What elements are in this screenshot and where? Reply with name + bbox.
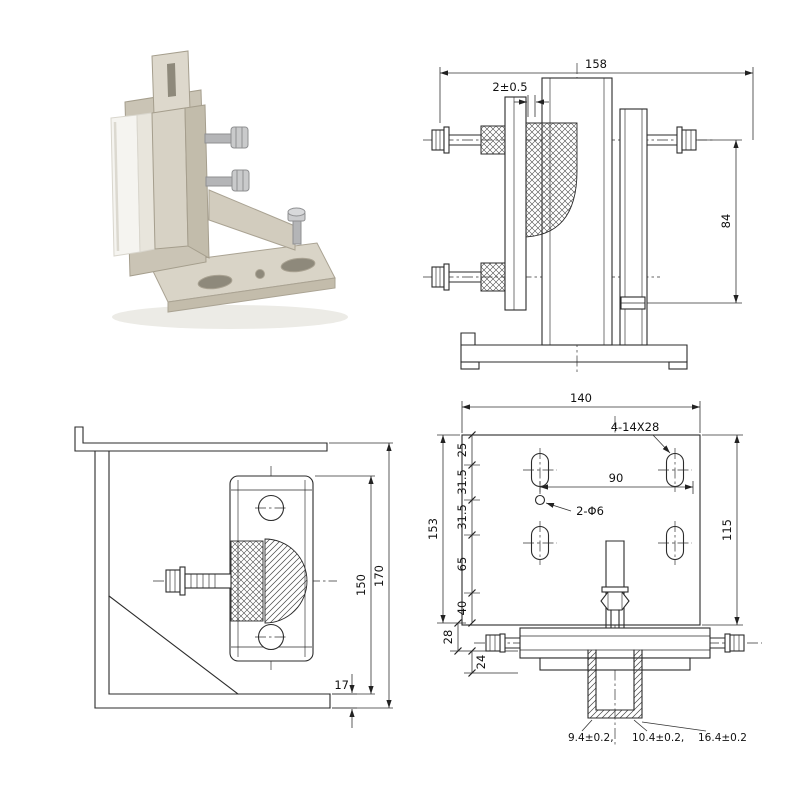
dim-28-24: 28 24 bbox=[441, 619, 518, 677]
dim-84: 84 bbox=[647, 139, 742, 304]
dim-150: 150 bbox=[315, 475, 375, 695]
dim-label-40: 40 bbox=[455, 601, 469, 616]
front-left-top-bolt bbox=[431, 125, 506, 155]
dim-label-170: 170 bbox=[372, 565, 386, 587]
plan-guide-channel bbox=[587, 649, 643, 719]
dim-label-groove-3: 16.4±0.2 bbox=[698, 732, 747, 744]
dim-label-28: 28 bbox=[441, 630, 455, 645]
plan-side-bolt-left bbox=[485, 633, 521, 653]
front-view-drawing: 158 2±0.5 84 bbox=[415, 45, 765, 385]
dim-label-groove-2: 10.4±0.2, bbox=[632, 732, 684, 744]
dim-label-140: 140 bbox=[570, 391, 592, 405]
dim-153: 153 bbox=[426, 434, 466, 624]
front-left-bottom-bolt bbox=[431, 262, 506, 292]
ground-shadow bbox=[112, 305, 348, 329]
callout-slots: 4-14X28 bbox=[611, 420, 671, 454]
plan-side-bolt-right bbox=[709, 633, 745, 653]
front-left-clamp bbox=[504, 96, 527, 311]
callout-label-holes: 2-Φ6 bbox=[576, 504, 604, 518]
plan-base-plate bbox=[461, 434, 701, 626]
side-bolt-holes bbox=[255, 494, 287, 651]
dim-label-150: 150 bbox=[354, 574, 368, 596]
dim-gap: 2±0.5 bbox=[492, 80, 549, 117]
dim-chain-left: 25 31.5 31.5 65 40 bbox=[455, 431, 480, 627]
guide-shoe-photo bbox=[110, 50, 348, 329]
dim-label-24: 24 bbox=[474, 655, 488, 670]
dim-158: 158 bbox=[439, 57, 754, 140]
dim-90: 90 bbox=[539, 471, 694, 494]
dim-label-25: 25 bbox=[455, 443, 469, 458]
dim-label-31-5-a: 31.5 bbox=[455, 469, 469, 495]
plan-phi6-hole: 2-Φ6 bbox=[534, 494, 604, 518]
front-right-bolt bbox=[646, 126, 697, 154]
dim-label-groove-1: 9.4±0.2, bbox=[568, 732, 614, 744]
plan-cross-channel bbox=[519, 627, 711, 671]
callout-label-slots: 4-14X28 bbox=[611, 420, 660, 434]
dim-label-153: 153 bbox=[426, 518, 440, 540]
plan-view-drawing: 4-14X28 2-Φ6 90 140 115 153 bbox=[410, 388, 795, 773]
dim-groove-widths: 9.4±0.2, 10.4±0.2, 16.4±0.2 bbox=[568, 719, 747, 744]
dim-170: 170 bbox=[329, 442, 393, 709]
dim-label-17: 17 bbox=[334, 678, 349, 692]
plan-slots bbox=[523, 448, 692, 565]
plan-view: 4-14X28 2-Φ6 90 140 115 153 bbox=[426, 391, 762, 746]
dim-label-90: 90 bbox=[609, 471, 624, 485]
front-view: 158 2±0.5 84 bbox=[423, 57, 754, 375]
side-view: 17 150 170 bbox=[74, 426, 393, 728]
dim-label-31-5-b: 31.5 bbox=[455, 504, 469, 530]
plan-shoe-stem bbox=[600, 540, 630, 629]
side-view-drawing: 17 150 170 bbox=[25, 418, 395, 750]
dim-label-65: 65 bbox=[455, 557, 469, 572]
photo-gusset bbox=[208, 189, 296, 251]
dim-label-gap: 2±0.5 bbox=[492, 80, 527, 94]
dim-140: 140 bbox=[461, 391, 701, 433]
photo-base-plate bbox=[149, 242, 336, 313]
dim-label-158: 158 bbox=[585, 57, 607, 71]
product-photo bbox=[55, 30, 355, 340]
side-bracket bbox=[74, 426, 331, 709]
front-right-plate bbox=[619, 108, 648, 346]
front-rail-column bbox=[515, 77, 613, 346]
side-adjust-bolt bbox=[165, 566, 232, 596]
dim-label-84: 84 bbox=[719, 214, 733, 229]
side-liner-section bbox=[230, 538, 308, 624]
photo-vertical-assembly bbox=[110, 50, 210, 277]
photo-bolts bbox=[204, 126, 306, 245]
dim-17: 17 bbox=[332, 674, 357, 728]
dim-115: 115 bbox=[702, 434, 743, 626]
front-base bbox=[460, 332, 688, 370]
dim-label-115: 115 bbox=[720, 519, 734, 541]
